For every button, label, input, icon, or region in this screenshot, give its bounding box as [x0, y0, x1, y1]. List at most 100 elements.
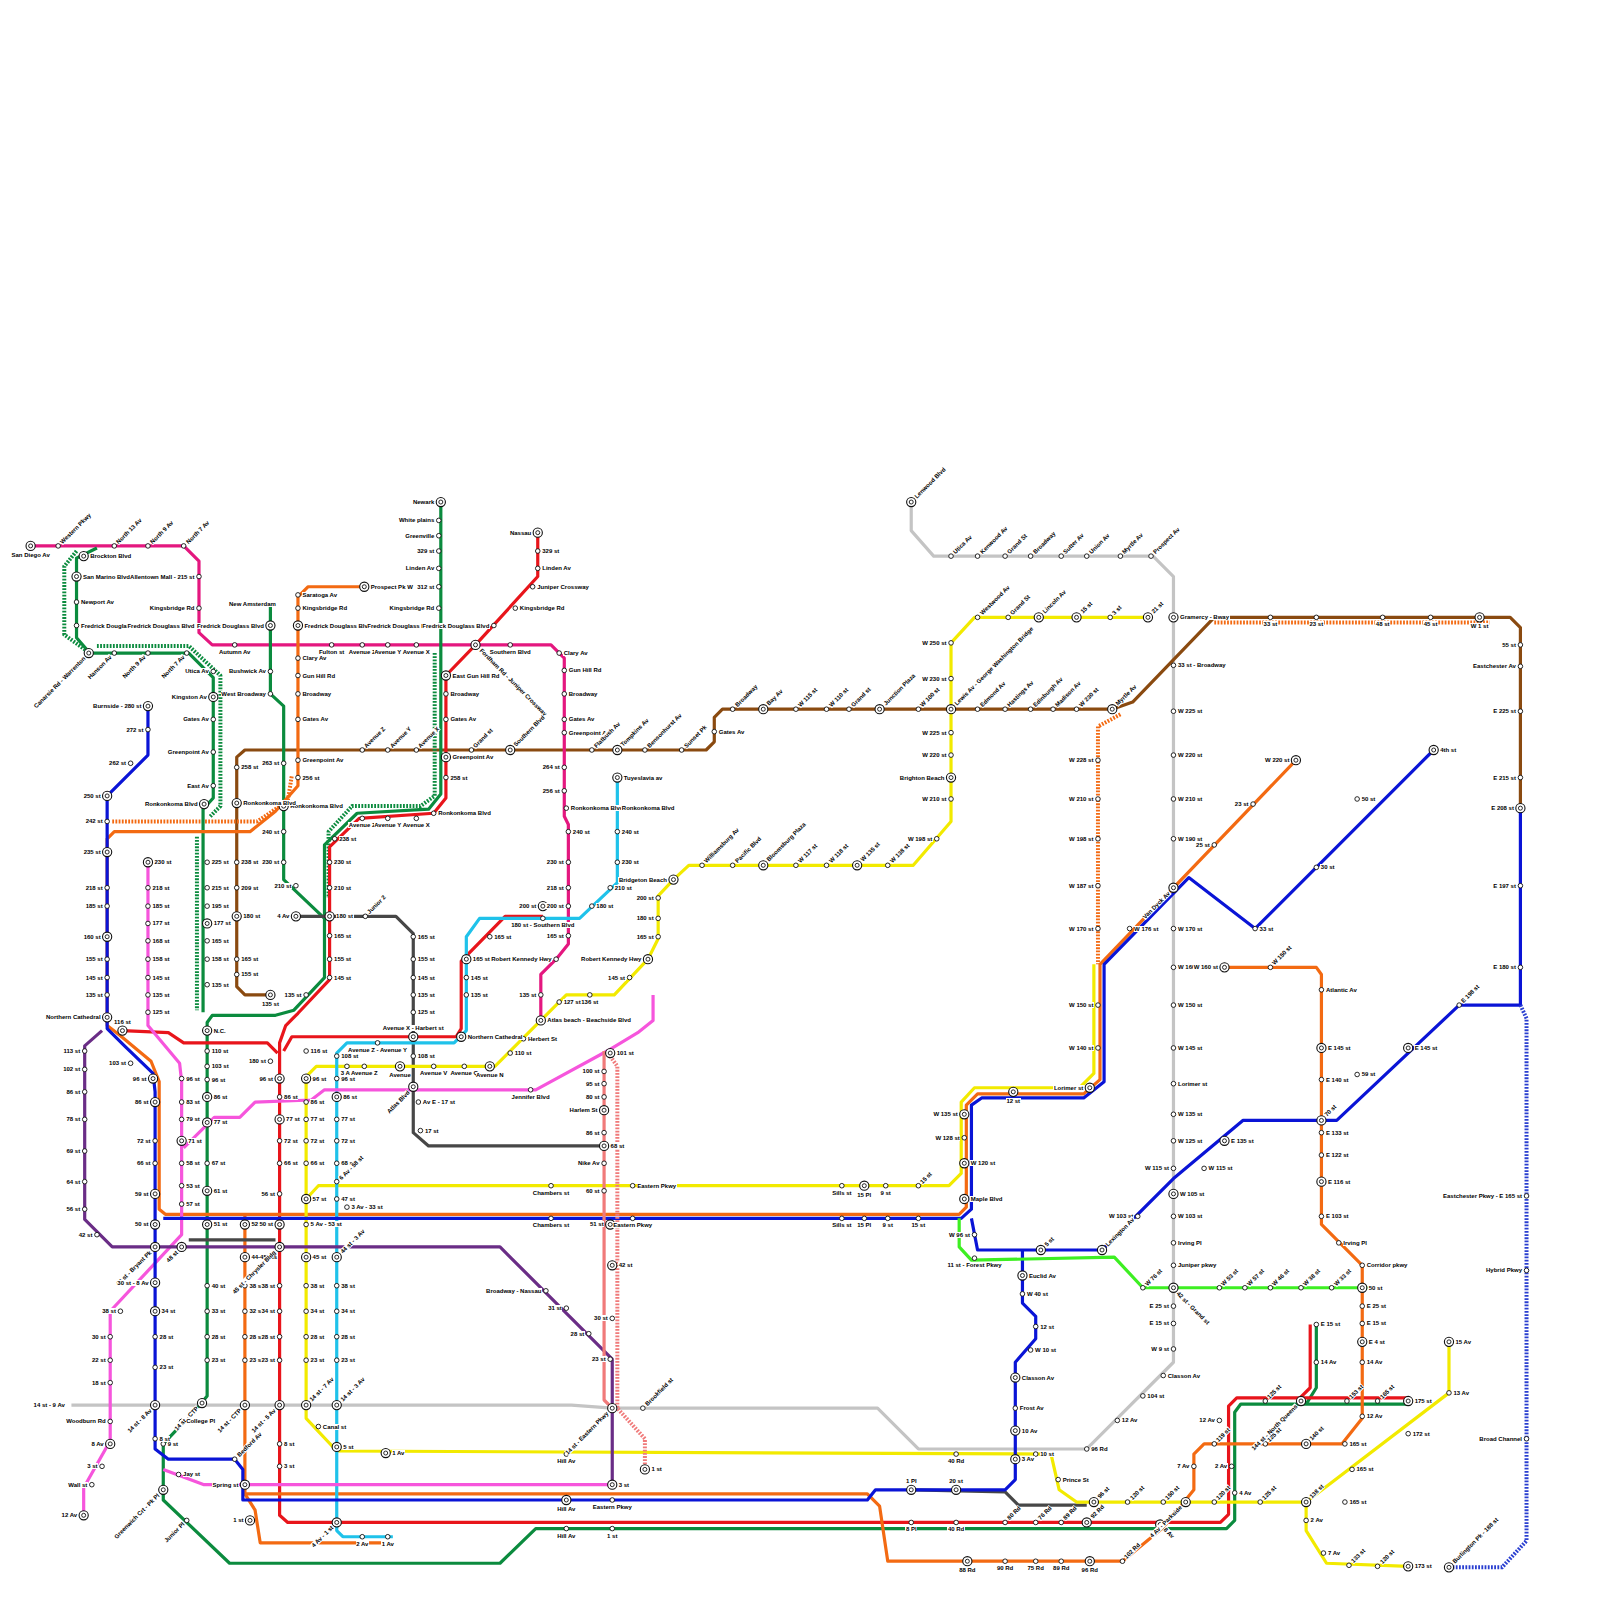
station-dot	[181, 544, 186, 549]
station-dot	[329, 643, 334, 648]
station-dot	[108, 1358, 113, 1363]
interchange-ring	[411, 1035, 415, 1039]
station-label: W 220 st	[1265, 757, 1290, 763]
station-label: 15 st	[911, 1222, 926, 1228]
station-dot	[656, 896, 661, 901]
interchange-ring	[1304, 1500, 1308, 1504]
station-dot	[1355, 797, 1360, 802]
station-label: 51 st	[213, 1221, 228, 1227]
station-label: Wall st	[68, 1482, 88, 1488]
station-dot	[205, 1077, 210, 1082]
station-dot	[232, 643, 237, 648]
station-label: 28 st	[570, 1331, 585, 1337]
interchange-ring	[671, 878, 675, 882]
station-label: Hastings Av	[1006, 679, 1035, 708]
station-dot	[327, 885, 332, 890]
station-label: 138 st	[1308, 1483, 1325, 1500]
station-dot	[105, 885, 110, 890]
station-label: 30 st	[92, 1334, 107, 1340]
station-label: 34 st	[310, 1308, 325, 1314]
station-label: 180 st	[596, 903, 614, 909]
station-label: Sills st	[832, 1222, 852, 1228]
station-dot	[148, 1074, 157, 1083]
interchange-ring	[304, 1077, 308, 1081]
station-label: Eastchester Pkwy - E 165 st	[1442, 1193, 1522, 1199]
station-label: Sills st	[832, 1190, 852, 1196]
station-label: W 125 st	[1177, 1138, 1202, 1144]
station-label: 329 st	[542, 548, 560, 554]
station-label: W 225 st	[1177, 708, 1202, 714]
station-label: 155 st	[85, 956, 103, 962]
station-dot	[1059, 1520, 1064, 1525]
metro-line	[163, 502, 1408, 1563]
interchange-ring	[398, 1064, 402, 1068]
station-label: 96 st	[1096, 1485, 1111, 1500]
station-dot	[381, 1448, 390, 1457]
interchange-ring	[643, 1467, 647, 1471]
station-dot	[1003, 1559, 1008, 1564]
station-dot	[1009, 1087, 1018, 1096]
station-dot	[1171, 1304, 1176, 1309]
station-label: North 7 Av	[184, 519, 210, 545]
station-label: Canarsie Rd - Warrenton	[32, 655, 87, 710]
station-dot	[444, 692, 449, 697]
station-label: Brockton Blvd	[90, 553, 132, 559]
station-label: Newport Av	[81, 599, 115, 605]
station-dot	[1011, 1373, 1020, 1382]
station-label: 158 st	[211, 956, 229, 962]
interchange-ring	[541, 904, 545, 908]
station-label: 200 st	[519, 903, 537, 909]
station-label: W 135 st	[933, 1111, 958, 1117]
station-dot	[962, 1135, 967, 1140]
station-dot	[712, 729, 717, 734]
station-dot	[1428, 615, 1433, 620]
interchange-ring	[610, 1483, 614, 1487]
station-label: Prince St	[1062, 1477, 1089, 1483]
station-label: 235 st	[83, 849, 101, 855]
interchange-ring	[536, 531, 540, 535]
station-dot	[327, 975, 332, 980]
station-dot	[963, 1557, 972, 1566]
station-label: Broad Channel	[1479, 1436, 1523, 1442]
station-label: E 197 st	[1493, 883, 1517, 889]
station-dot	[1518, 664, 1523, 669]
station-dot	[1375, 1564, 1380, 1569]
interchange-ring	[1110, 707, 1114, 711]
station-dot	[1161, 1373, 1166, 1378]
station-dot	[1085, 1557, 1094, 1566]
interchange-ring	[205, 1095, 209, 1099]
station-dot	[860, 1181, 869, 1190]
station-label: Western Pkwy	[59, 512, 93, 546]
station-dot	[1302, 1497, 1311, 1506]
station-label: Ronkonkoma Blvd	[290, 803, 344, 809]
interchange-ring	[1447, 1340, 1451, 1344]
station-label: 10 st	[1040, 1451, 1055, 1457]
station-dot	[205, 904, 210, 909]
station-dot	[1125, 1500, 1130, 1505]
station-label: 96 st	[341, 1076, 356, 1082]
station-dot	[179, 1076, 184, 1081]
station-label: 177 st	[213, 920, 231, 926]
station-dot	[82, 1049, 87, 1054]
station-dot	[602, 1189, 607, 1194]
interchange-ring	[243, 1403, 247, 1407]
station-dot	[203, 1186, 212, 1195]
station-label: 230 st	[262, 859, 280, 865]
station-label: Hill Av	[557, 1533, 576, 1539]
station-label: Avenue V	[420, 1070, 448, 1076]
interchange-ring	[610, 1406, 614, 1410]
interchange-ring	[1319, 1046, 1323, 1050]
interchange-ring	[335, 1255, 339, 1259]
station-dot	[296, 717, 301, 722]
station-label: 116 st	[114, 1019, 132, 1025]
station-label: 78 st	[66, 1116, 81, 1122]
station-label: North 9 Av	[149, 519, 175, 545]
station-dot	[334, 1117, 339, 1122]
station-label: Gun Hill Rd	[302, 673, 336, 679]
station-dot	[268, 669, 273, 674]
station-label: Ronkonkoma Blvd	[243, 800, 297, 806]
station-label: Kingsbridge Rd	[302, 605, 348, 611]
station-label: 165 st	[1349, 1441, 1367, 1447]
metro-line	[184, 995, 653, 1148]
station-label: Fredrick Douglass Blvd	[196, 623, 264, 629]
